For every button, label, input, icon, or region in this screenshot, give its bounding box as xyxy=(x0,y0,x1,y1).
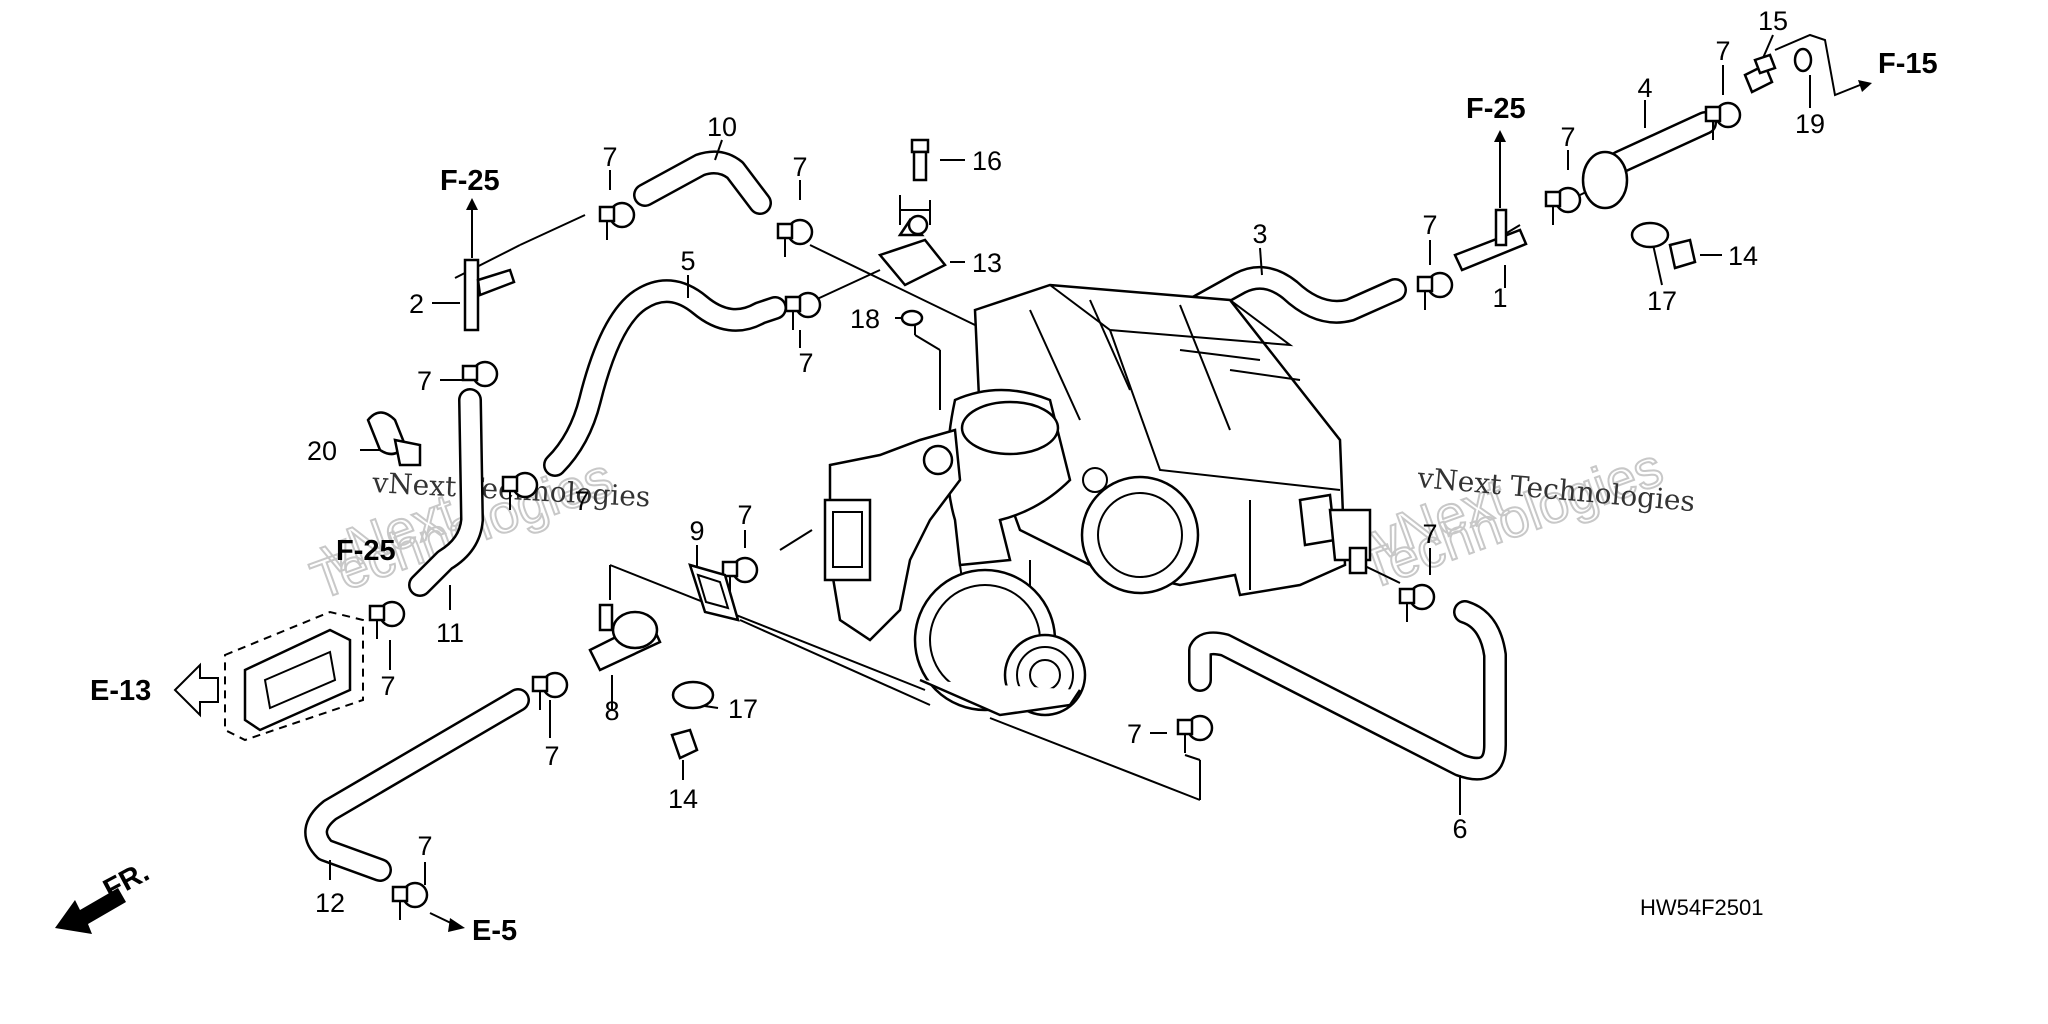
part-label-7: 7 xyxy=(1560,122,1575,152)
part-label-7: 7 xyxy=(792,152,807,182)
part-label-8: 8 xyxy=(604,696,619,726)
fittings xyxy=(224,47,1813,760)
hose-5 xyxy=(543,279,787,477)
part-label-17: 17 xyxy=(728,694,758,724)
hose-6 xyxy=(1188,600,1507,781)
arrow-right-icon xyxy=(1858,80,1872,92)
arrow-up-icon xyxy=(466,198,478,210)
part-label-18: 18 xyxy=(850,304,880,334)
part-label-4: 4 xyxy=(1637,73,1652,103)
part-label-15: 15 xyxy=(1758,6,1788,36)
part-label-14: 14 xyxy=(668,784,698,814)
ref-label-e5: E-5 xyxy=(472,915,517,947)
part-label-5: 5 xyxy=(680,246,695,276)
part-label-17: 17 xyxy=(1647,286,1677,316)
arrow-right-icon xyxy=(448,918,465,932)
part-label-12: 12 xyxy=(315,888,345,918)
part-label-3: 3 xyxy=(1252,219,1267,249)
watermark-right: vNext Technologies vNext Technologies xyxy=(1353,436,1697,602)
part-label-7: 7 xyxy=(380,671,395,701)
hose-4 xyxy=(1608,111,1717,174)
part-label-7: 7 xyxy=(417,831,432,861)
part-label-2: 2 xyxy=(409,289,424,319)
hose-12 xyxy=(304,688,530,882)
part-label-7: 7 xyxy=(1127,719,1142,749)
part-label-14: 14 xyxy=(1728,241,1758,271)
turbo-intake-assembly xyxy=(823,283,1372,717)
part-label-7: 7 xyxy=(737,500,752,530)
ref-label-e13: E-13 xyxy=(90,675,151,707)
hose-11 xyxy=(408,388,484,597)
part-label-13: 13 xyxy=(972,248,1002,278)
part-label-7: 7 xyxy=(798,348,813,378)
part-label-19: 19 xyxy=(1795,109,1825,139)
part-label-1: 1 xyxy=(1492,283,1507,313)
part-label-20: 20 xyxy=(307,436,337,466)
arrow-up-icon xyxy=(1494,130,1506,142)
hose-3 xyxy=(1183,265,1407,324)
part-label-7: 7 xyxy=(1715,36,1730,66)
arrow-left-outline-icon xyxy=(173,662,219,718)
ref-label-f25-mid: F-25 xyxy=(336,535,396,567)
part-label-7: 7 xyxy=(417,366,432,396)
part-label-16: 16 xyxy=(972,146,1002,176)
part-label-11: 11 xyxy=(436,618,464,648)
clamps xyxy=(368,101,1742,920)
front-direction-arrow-icon xyxy=(55,888,126,934)
hose-10 xyxy=(633,150,772,215)
ref-arrows xyxy=(55,33,1872,934)
part-label-7: 7 xyxy=(602,142,617,172)
part-label-10: 10 xyxy=(707,112,737,142)
part-label-7: 7 xyxy=(1422,210,1437,240)
ref-label-f25-right: F-25 xyxy=(1466,93,1526,125)
ref-label-f15: F-15 xyxy=(1878,48,1938,80)
part-label-7: 7 xyxy=(574,486,589,516)
leader-lines xyxy=(329,34,1811,885)
part-label-7: 7 xyxy=(1422,519,1437,549)
part-labels: 1 2 3 4 5 6 7 7 7 7 7 7 7 7 7 7 7 7 7 7 … xyxy=(307,6,1825,918)
part-label-7: 7 xyxy=(544,741,559,771)
part-label-9: 9 xyxy=(689,516,704,546)
part-label-6: 6 xyxy=(1452,814,1467,844)
ref-label-f25-left: F-25 xyxy=(440,165,500,197)
diagram-code: HW54F2501 xyxy=(1640,895,1764,920)
